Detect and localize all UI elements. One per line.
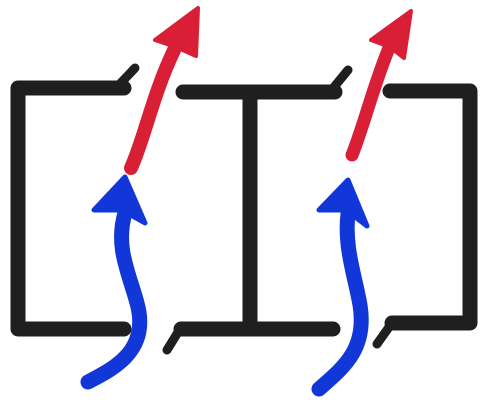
diagram-canvas xyxy=(0,0,488,405)
diagram-svg xyxy=(0,0,488,405)
